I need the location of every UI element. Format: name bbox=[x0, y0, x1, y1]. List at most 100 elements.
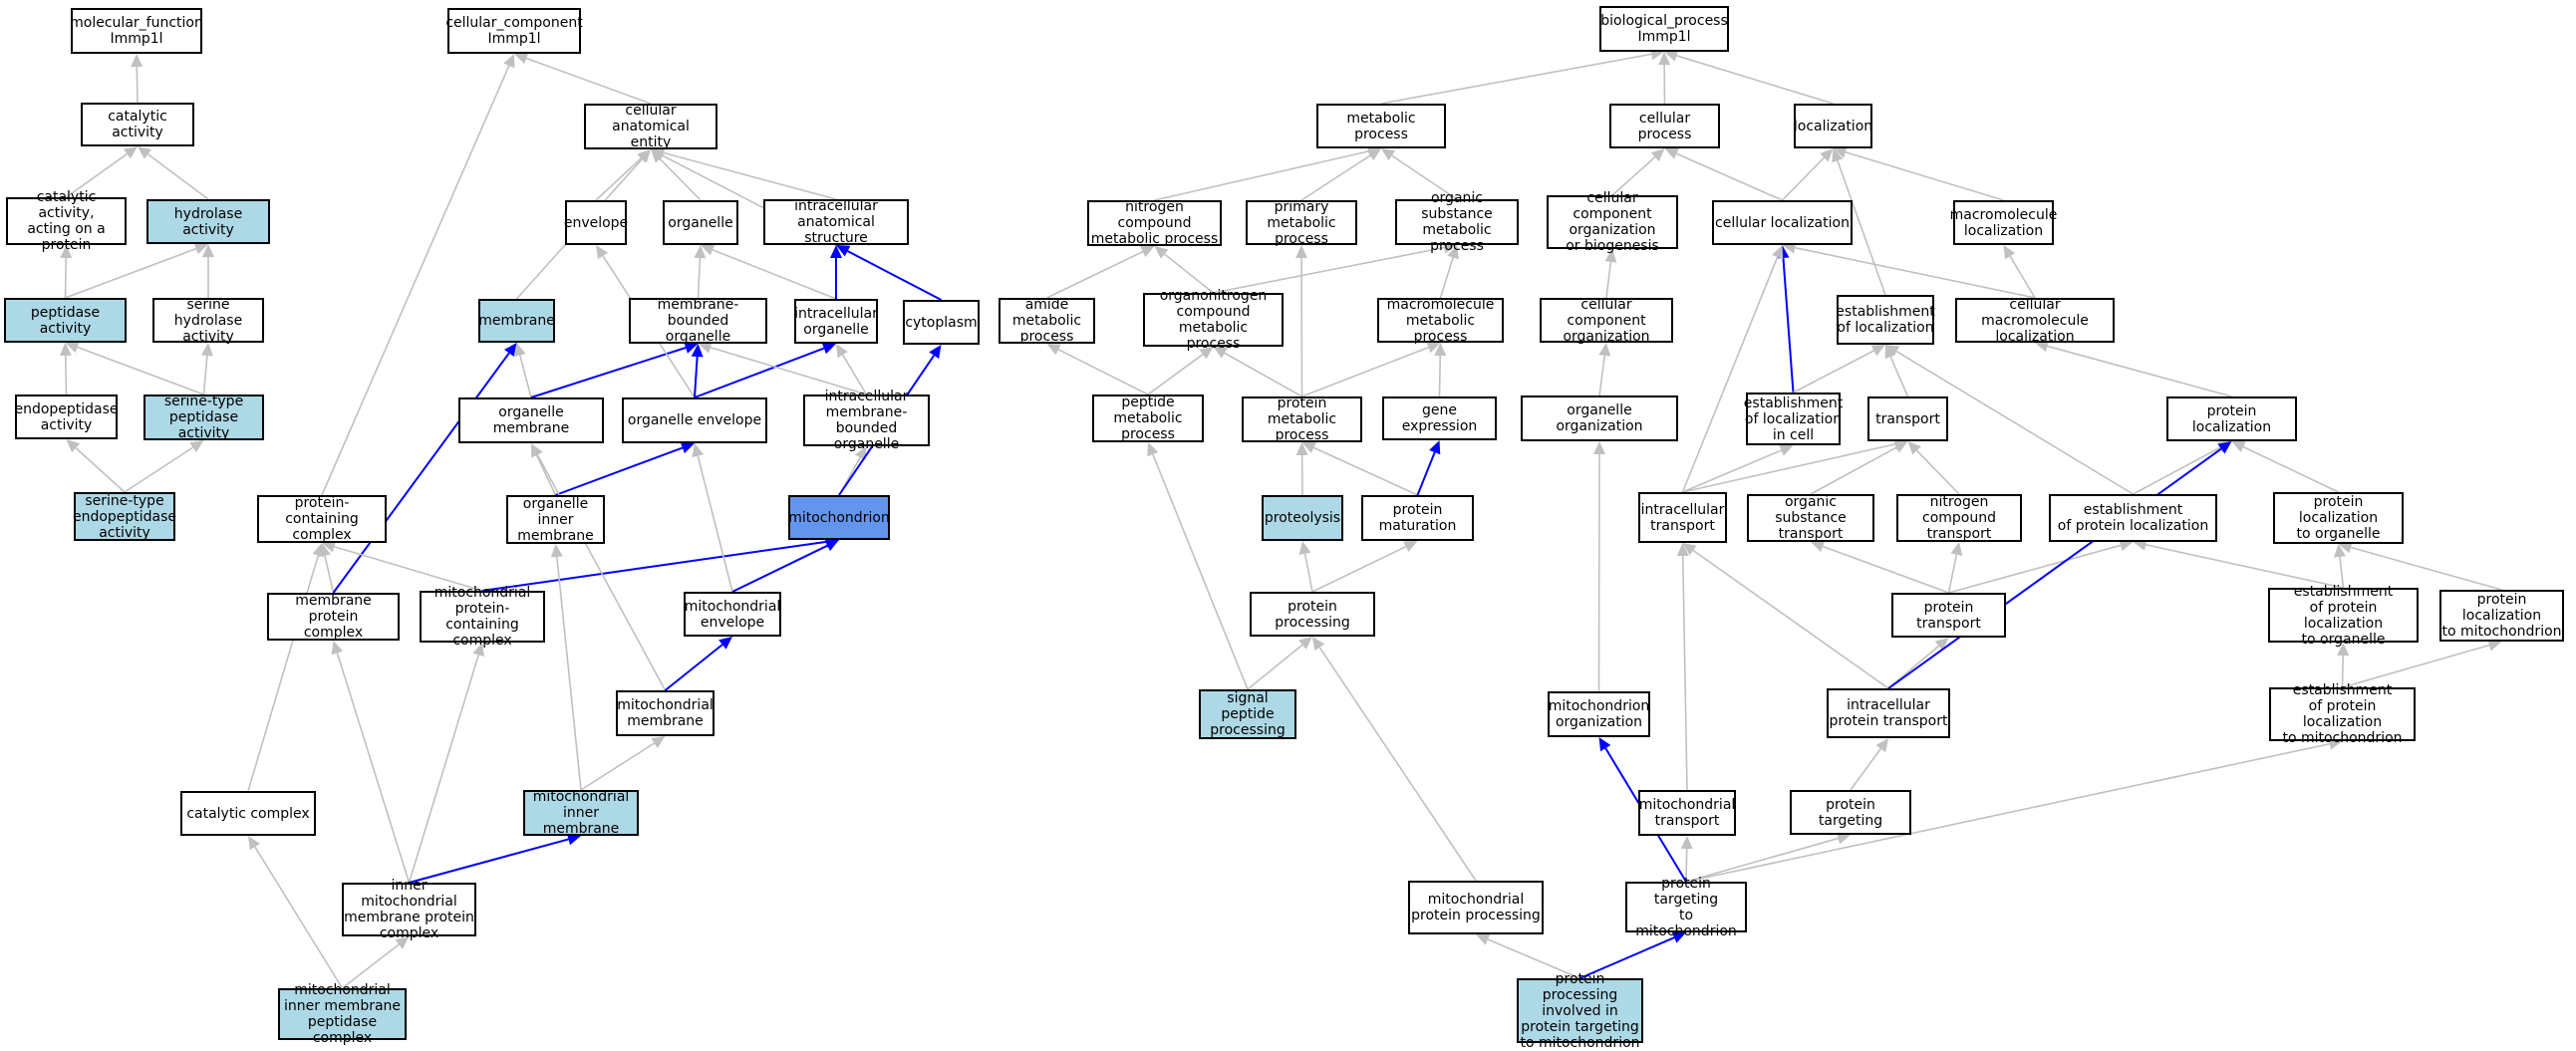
arrowhead-catalytic_activity-to-mf_root bbox=[131, 54, 143, 67]
go-term-cellular-process: cellular process bbox=[1609, 104, 1720, 148]
edge-ic_transport-to-cell_loc bbox=[1683, 257, 1778, 492]
go-term-ic-transport: intracellular transport bbox=[1638, 492, 1727, 543]
arrowhead-mpp-to-prot_proc bbox=[1312, 637, 1324, 651]
go-term-prot-target: protein targeting bbox=[1790, 790, 1911, 835]
go-term-prot-mp: protein metabolic process bbox=[1242, 396, 1362, 442]
go-term-mim: mitochondrial inner membrane bbox=[523, 790, 639, 836]
go-term-hydrolase: hydrolase activity bbox=[146, 199, 270, 244]
edge-prot_transport-to-nct bbox=[1949, 555, 1957, 593]
edge-mpcc-to-mitochondrion bbox=[482, 542, 826, 591]
arrowhead-prot_mp-to-pmp bbox=[1295, 245, 1307, 258]
go-term-mito-org: mitochondrion organization bbox=[1548, 691, 1650, 737]
go-term-cytoplasm: cytoplasm bbox=[903, 300, 980, 345]
edge-prot_mat-to-gene_expr bbox=[1418, 452, 1435, 495]
arrowhead-mimpc-to-cat_complex bbox=[248, 836, 260, 850]
edge-cco-to-ccob bbox=[1606, 262, 1610, 298]
go-term-proteolysis: proteolysis bbox=[1262, 495, 1343, 541]
go-term-ptm: protein targeting to mitochondrion bbox=[1625, 882, 1747, 932]
edge-metabolic-to-bp_root bbox=[1381, 54, 1651, 104]
go-term-plm: protein localization to mitochondrion bbox=[2439, 590, 2564, 642]
edge-oncmp-to-osmp bbox=[1214, 248, 1445, 293]
go-term-oim: organelle inner membrane bbox=[506, 495, 605, 544]
arrowhead-cml-to-macro_loc bbox=[2004, 245, 2016, 259]
edge-mito_mem-to-org_membrane bbox=[537, 454, 665, 690]
go-term-cae: cellular anatomical entity bbox=[584, 104, 717, 149]
go-term-mmp: macromolecule metabolic process bbox=[1377, 298, 1504, 343]
go-term-imm-pc: inner mitochondrial membrane protein com… bbox=[342, 883, 476, 936]
edge-oim-to-org_membrane bbox=[537, 455, 556, 495]
go-term-serine-endopeptidase: serine-type endopeptidase activity bbox=[74, 492, 175, 541]
arrowhead-oncmp-to-ncmp bbox=[1155, 246, 1169, 259]
go-term-mpp: mitochondrial protein processing bbox=[1408, 881, 1544, 934]
go-term-mpc: membrane protein complex bbox=[267, 593, 400, 641]
edge-eplm-to-plm bbox=[2343, 646, 2490, 687]
go-term-bp-root: biological_process Immp1l bbox=[1599, 6, 1729, 52]
arrowhead-mim-to-mito_mem bbox=[651, 736, 665, 748]
arrowhead-mito_org-to-org_org bbox=[1593, 441, 1605, 454]
edge-peptidase-to-cat_protein bbox=[66, 258, 67, 298]
go-term-io: intracellular organelle bbox=[794, 299, 878, 344]
go-term-cat-complex: catalytic complex bbox=[180, 791, 316, 836]
edge-org_membrane-to-mbo bbox=[531, 348, 686, 397]
edge-elic-to-cell_loc bbox=[1783, 258, 1793, 393]
go-term-org-envelope: organelle envelope bbox=[622, 397, 767, 443]
edge-prot_mat-to-prot_mp bbox=[1313, 447, 1417, 495]
arrowhead-prot_target-to-icpt bbox=[1875, 738, 1888, 752]
arrowhead-org_envelope-to-io bbox=[822, 343, 836, 354]
go-term-endopeptidase: endopeptidase activity bbox=[15, 394, 118, 439]
edge-spp-to-prot_proc bbox=[1248, 645, 1302, 689]
go-term-serine-hydrolase: serine hydrolase activity bbox=[152, 298, 264, 343]
arrowhead-prot_transport-to-ost bbox=[1811, 541, 1825, 552]
go-term-ias: intracellular anatomical structure bbox=[763, 199, 909, 245]
arrowhead-osmp-to-metabolic bbox=[1381, 148, 1395, 160]
go-term-pp-ptm: protein processing involved in protein t… bbox=[1517, 978, 1643, 1043]
edge-transport-to-est_loc bbox=[1890, 357, 1907, 396]
edge-prot_mp-to-mmp bbox=[1302, 348, 1429, 396]
go-term-mpcc: mitochondrial protein-containing complex bbox=[420, 591, 545, 643]
edge-ncmp-to-metabolic bbox=[1155, 151, 1369, 200]
edge-plo-to-prot_loc bbox=[2243, 447, 2338, 492]
edge-localization-to-bp_root bbox=[1676, 56, 1833, 104]
edge-mpc-to-membrane bbox=[334, 353, 509, 593]
go-term-cco: cellular component organization bbox=[1540, 298, 1673, 343]
edge-mito_env-to-org_envelope bbox=[698, 456, 732, 592]
go-term-ccob: cellular component organization or bioge… bbox=[1547, 195, 1678, 249]
arrowhead-org_envelope-to-envelope bbox=[596, 245, 608, 259]
go-term-elic: establishment of localization in cell bbox=[1746, 393, 1841, 445]
go-term-mf-root: molecular_function Immp1l bbox=[71, 8, 202, 54]
arrowhead-cat_protein-to-catalytic_activity bbox=[124, 146, 138, 158]
edge-pmp-to-metabolic bbox=[1301, 155, 1370, 200]
go-term-mimpc: mitochondrial inner membrane peptidase c… bbox=[278, 988, 407, 1040]
edge-prot_loc-to-cml bbox=[2048, 346, 2232, 396]
go-term-cat-protein: catalytic activity, acting on a protein bbox=[6, 197, 127, 245]
go-term-mbo: membrane-bounded organelle bbox=[629, 298, 767, 344]
edge-imm_pc-to-mpcc bbox=[410, 655, 479, 883]
edge-ias-to-cae bbox=[664, 152, 836, 199]
edge-mbo-to-organelle bbox=[699, 258, 701, 298]
edge-eplo-to-epl bbox=[2146, 545, 2343, 588]
go-term-oncmp: organonitrogen compound metabolic proces… bbox=[1143, 293, 1284, 347]
arrowhead-mitochondrion-to-cytoplasm bbox=[929, 345, 941, 359]
go-term-spp: signal peptide processing bbox=[1199, 689, 1296, 739]
go-term-transport: transport bbox=[1867, 396, 1948, 441]
go-term-nct: nitrogen compound transport bbox=[1896, 494, 2022, 542]
arrowhead-serine_endopeptidase-to-serine_peptidase bbox=[189, 440, 203, 452]
go-term-cell-loc: cellular localization bbox=[1712, 200, 1853, 245]
go-term-prot-mat: protein maturation bbox=[1361, 495, 1474, 541]
go-term-mito-env: mitochondrial envelope bbox=[684, 592, 781, 637]
edge-nct-to-transport bbox=[1917, 450, 1959, 494]
arrowhead-mito_mem-to-mito_env bbox=[718, 637, 732, 650]
arrowhead-hydrolase-to-catalytic_activity bbox=[138, 146, 151, 159]
edge-ic_transport-to-transport bbox=[1683, 444, 1895, 492]
go-term-amp: amide metabolic process bbox=[999, 298, 1095, 344]
go-term-est-loc: establishment of localization bbox=[1837, 295, 1934, 345]
edge-catalytic_activity-to-mf_root bbox=[137, 67, 138, 103]
edge-prot_proc-to-prot_mat bbox=[1312, 547, 1406, 592]
go-term-cc-root: cellular_component Immp1l bbox=[447, 8, 581, 54]
go-term-pep-mp: peptide metabolic process bbox=[1092, 394, 1204, 442]
arrowhead-pmp-to-metabolic bbox=[1367, 148, 1381, 160]
edge-ost-to-transport bbox=[1811, 447, 1896, 494]
edge-io-to-organelle bbox=[713, 250, 836, 299]
edge-mmp-to-osmp bbox=[1441, 257, 1454, 298]
go-term-serine-peptidase: serine-type peptidase activity bbox=[143, 394, 264, 440]
